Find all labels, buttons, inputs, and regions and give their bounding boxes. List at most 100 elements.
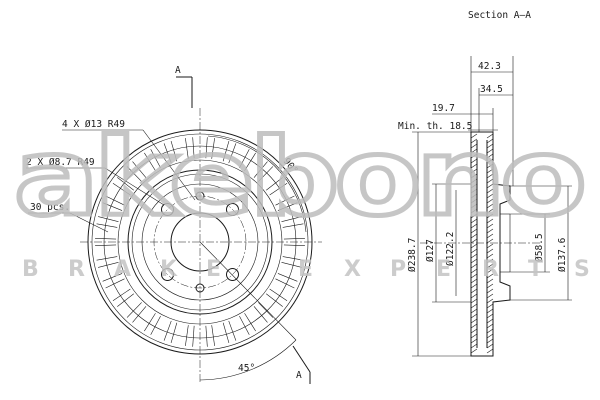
- hatch-line: [470, 313, 478, 319]
- center-bore: [170, 212, 230, 272]
- hatch-line: [486, 323, 494, 329]
- vane-slot-edge: [185, 137, 189, 159]
- vane-slot-edge: [112, 183, 131, 196]
- hatch-line: [470, 283, 478, 289]
- vane-slot-edge: [222, 322, 230, 344]
- vane-slot-edge: [105, 278, 125, 289]
- hatch-line: [486, 218, 494, 224]
- vane-slot-edge: [269, 183, 288, 196]
- front-view: A A 90° 45° 4 X Ø13 R49 2 X Ø8.7 R49 30 …: [26, 65, 322, 384]
- hatch-line: [486, 283, 494, 289]
- bolt-hole: [226, 203, 239, 216]
- disc-outer-chamfer: [91, 133, 309, 351]
- hatch-line: [486, 333, 494, 339]
- vane-slot-edge: [95, 244, 117, 246]
- hatch-line: [470, 278, 478, 284]
- watermark-tagline-letter: X: [344, 257, 361, 282]
- hatch-line: [470, 158, 478, 164]
- watermark-tagline-letter: K: [160, 257, 178, 282]
- cooling-vanes: [95, 137, 305, 347]
- hatch-line: [486, 233, 494, 239]
- vane-slot-edge: [205, 325, 208, 347]
- hatch-line: [470, 198, 478, 204]
- vane-slot-edge: [228, 143, 237, 164]
- hatch-line: [486, 308, 494, 314]
- vane-slot-edge: [205, 137, 208, 159]
- hatch-line: [486, 238, 494, 244]
- angle-45-arc: [199, 339, 297, 381]
- hatch-line: [486, 168, 494, 174]
- hatch-line: [470, 253, 478, 259]
- hatch-line: [486, 338, 494, 344]
- vane-slot-edge: [96, 223, 118, 228]
- hatch-line: [486, 263, 494, 269]
- watermark-tagline-letter: E: [206, 257, 221, 282]
- hatch-line: [470, 343, 478, 349]
- hatch-line: [470, 183, 478, 189]
- hatch-line: [486, 253, 494, 259]
- vane-slot-edge: [112, 288, 131, 301]
- vane-slot-edge: [253, 306, 268, 323]
- pin-holes-callout: 2 X Ø8.7 R49: [26, 157, 95, 168]
- watermark-tagline-letter: E: [298, 257, 313, 282]
- hatch-line: [486, 183, 494, 189]
- hatch-line: [486, 293, 494, 299]
- vane-slot-edge: [95, 238, 117, 240]
- vane-slot-edge: [117, 177, 134, 191]
- vane-slot-edge: [170, 140, 178, 162]
- vane-slot-edge: [192, 137, 195, 159]
- vane-slot-edge: [258, 302, 274, 318]
- hatch-line: [486, 223, 494, 229]
- watermark-tagline-letter: B: [22, 257, 39, 282]
- vanes-callout: 30 pcs.: [30, 202, 70, 213]
- hatch-line: [470, 263, 478, 269]
- vane-slot-edge: [102, 273, 123, 282]
- hatch-line: [470, 133, 478, 139]
- angle-45-label: 45°: [238, 363, 255, 374]
- vane-slot-edge: [96, 256, 118, 261]
- vane-slot-edge: [253, 161, 268, 178]
- vane-slot-edge: [239, 149, 250, 168]
- hat-step: [131, 173, 269, 311]
- pin-holes-leader: [104, 167, 165, 206]
- hatch-line: [486, 343, 494, 349]
- vane-slot-edge: [132, 306, 147, 323]
- bolt-hole: [161, 203, 174, 216]
- watermark-tagline-letter: A: [114, 257, 131, 282]
- hatch-line: [470, 208, 478, 214]
- hatch-line: [470, 218, 478, 224]
- hatch-line: [486, 303, 494, 309]
- bolt-circle: [153, 195, 247, 289]
- hatch-line: [470, 338, 478, 344]
- section-mark-top: A: [175, 65, 181, 76]
- hatch-line: [486, 138, 494, 144]
- hatch-line: [486, 173, 494, 179]
- vane-slot-edge: [126, 302, 142, 318]
- vane-slot-edge: [281, 216, 302, 222]
- hatch-line: [486, 313, 494, 319]
- hatch-line: [470, 243, 478, 249]
- hatch-line: [486, 143, 494, 149]
- bolt-hole: [161, 268, 174, 281]
- hat-outer-edge: [127, 169, 273, 315]
- watermark-tagline-letter: E: [436, 257, 451, 282]
- hatch-line: [486, 213, 494, 219]
- vane-slot-edge: [163, 143, 172, 164]
- hatch-line: [486, 198, 494, 204]
- section-line-bottom: [292, 345, 311, 373]
- vane-slot-edge: [132, 161, 147, 178]
- bolt-holes-callout: 4 X Ø13 R49: [62, 119, 125, 130]
- vane-slot-edge: [277, 273, 298, 282]
- hatch-line: [486, 288, 494, 294]
- vane-slot-edge: [192, 325, 195, 347]
- vane-slot-edge: [126, 166, 142, 182]
- hatch-line: [486, 348, 494, 354]
- watermark-tagline-letter: P: [390, 257, 406, 282]
- vane-slot-edge: [244, 152, 256, 171]
- hatch-line: [486, 193, 494, 199]
- vane-slot-edge: [275, 278, 295, 289]
- dim-outer-diameter: Ø238.7: [407, 238, 418, 272]
- vane-slot-edge: [102, 202, 123, 211]
